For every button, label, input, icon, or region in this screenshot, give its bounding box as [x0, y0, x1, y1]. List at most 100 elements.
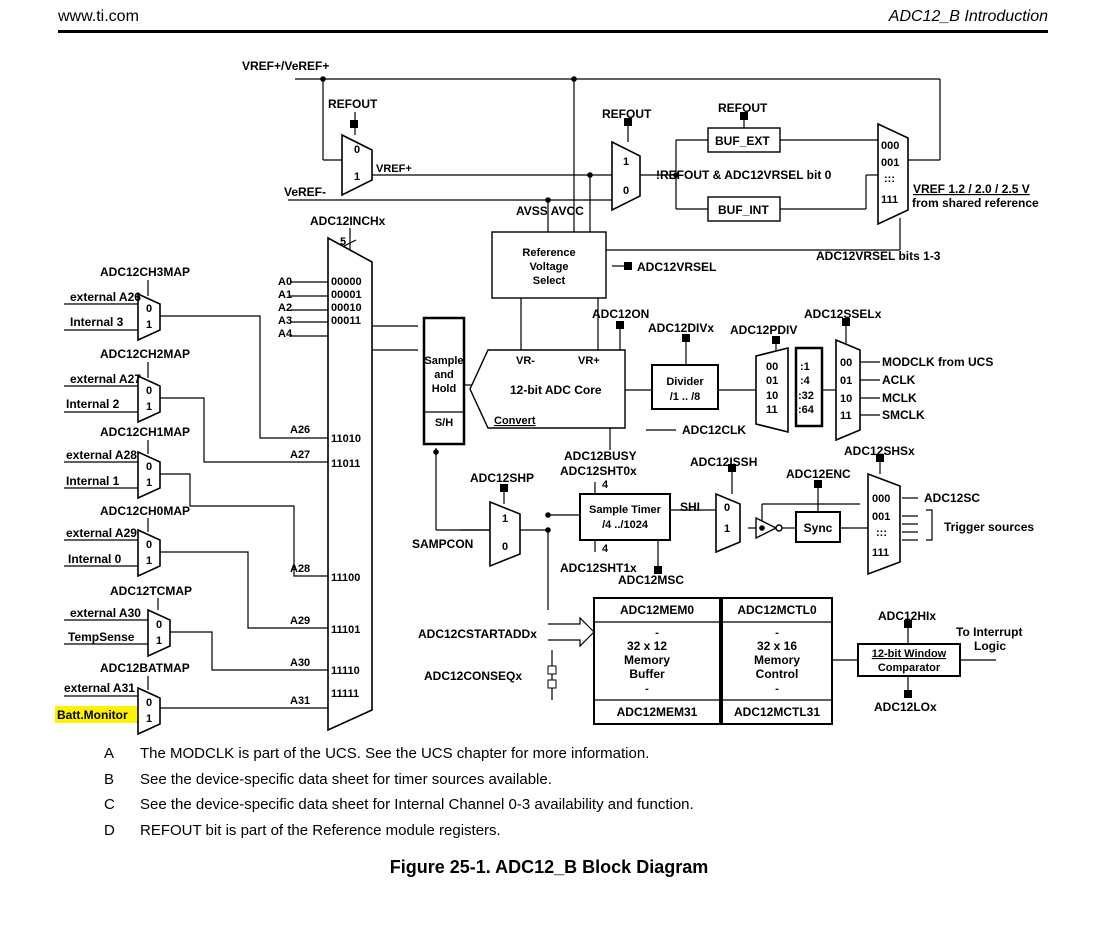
- pdiv-label: ADC12PDIV: [730, 323, 797, 337]
- shs-mux: [867, 472, 901, 576]
- figure-caption: Figure 25-1. ADC12_B Block Diagram: [389, 857, 709, 877]
- vref-mux-in0: 0: [354, 144, 360, 156]
- veref-minus-label: VeREF-: [284, 185, 326, 199]
- pdiv-code-2: 10: [766, 390, 778, 402]
- shp-mux: [489, 500, 521, 568]
- inch-mux: [327, 236, 373, 732]
- hi-label: ADC12HIx: [878, 609, 936, 623]
- inch-code-27: 11011: [331, 458, 360, 470]
- ssel-mux: [835, 338, 861, 442]
- svg-text:0: 0: [146, 697, 152, 709]
- issh-mux-in0: 0: [724, 502, 730, 514]
- sh-label: S/H: [435, 417, 453, 429]
- adc12sc-label: ADC12SC: [924, 491, 980, 505]
- inverter-icon: [755, 516, 778, 540]
- ref-select-line-2: Voltage: [530, 261, 569, 273]
- interrupt-label-2: Logic: [974, 639, 1006, 653]
- mem-dash-bottom: -: [645, 683, 649, 695]
- sampcon-label: SAMPCON: [412, 537, 473, 551]
- mem-memory: Memory: [624, 653, 670, 667]
- issh-mux-in1: 1: [724, 523, 730, 535]
- inch-code-29: 11101: [331, 624, 360, 636]
- ch1map-label: ADC12CH1MAP: [100, 425, 190, 439]
- lo-label: ADC12LOx: [874, 700, 937, 714]
- mem-size: 32 x 12: [627, 639, 667, 653]
- inch-code-3: 00011: [331, 315, 361, 327]
- sync-label: Sync: [804, 521, 833, 535]
- sht0-label: ADC12SHT0x: [560, 464, 637, 478]
- a3-label: A3: [278, 315, 292, 327]
- ssel-code-1: 01: [840, 375, 852, 387]
- ssel-code-3: 11: [840, 410, 852, 422]
- ch0-internal-label: Internal 0: [68, 552, 122, 566]
- ssel-code-2: 10: [840, 393, 852, 405]
- clk-src-aclk: ACLK: [882, 373, 916, 387]
- interrupt-label-1: To Interrupt: [956, 625, 1022, 639]
- and-label: and: [434, 369, 454, 381]
- sht1-label: ADC12SHT1x: [560, 561, 637, 575]
- a29-label: A29: [290, 615, 310, 627]
- vrsel-code-3: 111: [881, 194, 898, 206]
- sample-timer-range: /4 ../1024: [602, 519, 649, 531]
- mctl-dash-bottom: -: [775, 683, 779, 695]
- divider-range: /1 .. /8: [670, 391, 701, 403]
- refout-label-3: REFOUT: [718, 101, 768, 115]
- ch3map-label: ADC12CH3MAP: [100, 265, 190, 279]
- issh-label: ADC12ISSH: [690, 455, 757, 469]
- shs-code-2: :::: [876, 527, 887, 539]
- inch-code-31: 11111: [331, 688, 359, 700]
- header-site[interactable]: www.ti.com: [58, 8, 139, 25]
- refout-mux-in1: 1: [623, 156, 629, 168]
- tc-mux: [147, 608, 171, 658]
- tc-external-label: external A30: [70, 606, 141, 620]
- adc12b-block-diagram: VREF+/VeREF+ VeREF- REFOUT REFOUT REFOUT…: [55, 59, 1039, 736]
- trigger-sources-label: Trigger sources: [944, 520, 1034, 534]
- inch-width-label: 5: [340, 236, 346, 248]
- busy-label: ADC12BUSY: [564, 449, 637, 463]
- avss-avcc-label: AVSS AVCC: [516, 204, 584, 218]
- inch-code-1: 00001: [331, 289, 362, 301]
- divx-label: ADC12DIVx: [648, 321, 714, 335]
- sht0-width: 4: [602, 479, 609, 491]
- inch-code-0: 00000: [331, 276, 362, 288]
- bat-mux: [137, 686, 161, 736]
- divider-label: Divider: [666, 376, 704, 388]
- adc12clk-label: ADC12CLK: [682, 423, 746, 437]
- svg-text:1: 1: [146, 713, 152, 725]
- ch0-external-label: external A29: [66, 526, 137, 540]
- sample-timer-label: Sample Timer: [589, 504, 662, 516]
- pdiv-val-2: :32: [798, 390, 814, 402]
- adc12vrsel-label: ADC12VRSEL: [637, 260, 716, 274]
- ch1-external-label: external A28: [66, 448, 137, 462]
- ch2-external-label: external A27: [70, 372, 141, 386]
- mem0-label: ADC12MEM0: [620, 603, 694, 617]
- svg-text:1: 1: [146, 401, 152, 413]
- divider-box: [651, 364, 719, 410]
- shs-code-0: 000: [872, 493, 890, 505]
- svg-text:1: 1: [156, 635, 162, 647]
- vrsel-mux: [877, 122, 909, 226]
- mctl-dash-top: -: [775, 627, 779, 639]
- pdiv-val-1: :4: [800, 375, 811, 387]
- mctl-control: Control: [756, 667, 799, 681]
- adc-core-label: 12-bit ADC Core: [510, 383, 602, 397]
- sht1-width: 4: [602, 543, 609, 555]
- batt-monitor-highlight: [55, 706, 137, 723]
- sample-timer-box: [579, 493, 671, 541]
- batmap-label: ADC12BATMAP: [100, 661, 190, 675]
- vref-plus-input-label: VREF+/VeREF+: [242, 59, 329, 73]
- adc12on-label: ADC12ON: [592, 307, 649, 321]
- sselx-label: ADC12SSELx: [804, 307, 882, 321]
- msc-label: ADC12MSC: [618, 573, 684, 587]
- shi-label: SHI: [680, 500, 700, 514]
- inch-code-28: 11100: [331, 572, 360, 584]
- svg-text:0: 0: [146, 461, 152, 473]
- ref-select-line-3: Select: [533, 275, 566, 287]
- mem-dash-top: -: [655, 627, 659, 639]
- a31-label: A31: [290, 695, 310, 707]
- ch2map-label: ADC12CH2MAP: [100, 347, 190, 361]
- sync-box: [795, 511, 841, 543]
- clk-src-modclk: MODCLK from UCS: [882, 355, 993, 369]
- svg-text:1: 1: [146, 555, 152, 567]
- inch-code-26: 11010: [331, 433, 361, 445]
